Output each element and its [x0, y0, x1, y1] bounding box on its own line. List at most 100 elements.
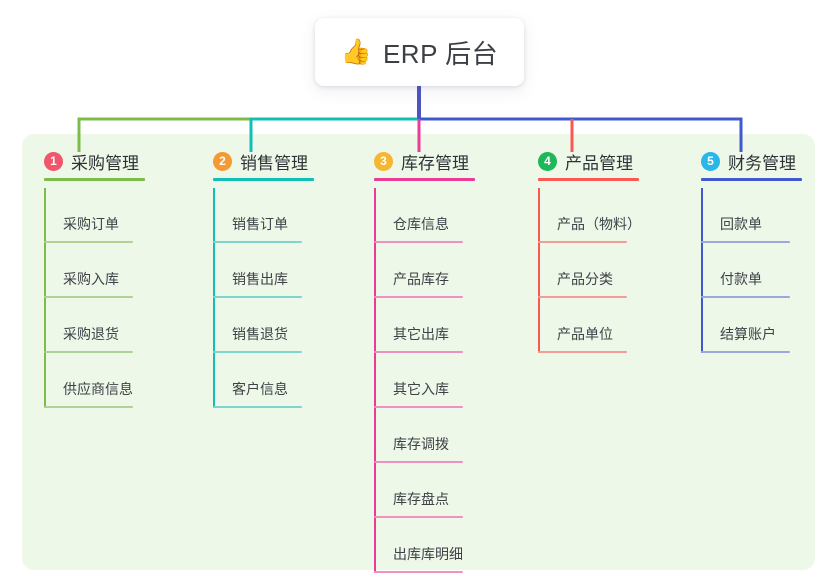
list-item-label: 采购入库: [63, 271, 119, 287]
list-item[interactable]: 回款单: [701, 188, 796, 243]
list-item[interactable]: 仓库信息: [374, 188, 469, 243]
branch-title: 采购管理: [71, 153, 139, 173]
list-item-underline: [213, 296, 302, 298]
branch-number-badge: 4: [538, 151, 557, 171]
list-item[interactable]: 采购入库: [44, 243, 139, 298]
branch-trunk-line: [213, 188, 215, 408]
list-item[interactable]: 库存盘点: [374, 463, 469, 518]
list-item-label: 其它出库: [393, 326, 449, 342]
branch-header-4[interactable]: 4 产品管理: [527, 142, 639, 181]
list-item-underline: [213, 351, 302, 353]
list-item[interactable]: 供应商信息: [44, 353, 139, 408]
list-item-underline: [538, 296, 627, 298]
list-item[interactable]: 其它出库: [374, 298, 469, 353]
list-item-underline: [213, 241, 302, 243]
list-item-underline: [44, 406, 133, 408]
list-item-label: 供应商信息: [63, 381, 133, 397]
branch-items: 仓库信息产品库存其它出库其它入库库存调拨库存盘点出库库明细: [363, 188, 469, 573]
branch-number-badge: 3: [374, 151, 393, 171]
branch-trunk-line: [538, 188, 540, 353]
list-item-label: 仓库信息: [393, 216, 449, 232]
branch-trunk-line: [44, 188, 46, 408]
list-item[interactable]: 产品库存: [374, 243, 469, 298]
branch-items: 采购订单采购入库采购退货供应商信息: [33, 188, 139, 408]
list-item-label: 付款单: [720, 271, 762, 287]
list-item[interactable]: 出库库明细: [374, 518, 469, 573]
branch-header-underline: [538, 178, 639, 181]
root-node-content: 👍 ERP 后台: [341, 34, 498, 71]
list-item-underline: [374, 461, 463, 463]
list-item[interactable]: 销售退货: [213, 298, 308, 353]
branch-header-3[interactable]: 3 库存管理: [363, 142, 475, 181]
list-item-underline: [701, 296, 790, 298]
list-item-underline: [374, 241, 463, 243]
branch-items: 销售订单销售出库销售退货客户信息: [202, 188, 308, 408]
branch-column-2: 2 销售管理销售订单销售出库销售退货客户信息: [202, 142, 314, 408]
list-item-underline: [701, 351, 790, 353]
root-title: ERP 后台: [382, 38, 499, 69]
branch-trunk-line: [701, 188, 703, 353]
list-item-label: 结算账户: [720, 326, 776, 342]
list-item[interactable]: 销售出库: [213, 243, 308, 298]
list-item[interactable]: 库存调拨: [374, 408, 469, 463]
branch-items: 回款单付款单结算账户: [690, 188, 796, 353]
branch-title: 销售管理: [240, 153, 308, 173]
list-item-label: 库存盘点: [393, 491, 449, 507]
list-item[interactable]: 其它入库: [374, 353, 469, 408]
branch-header-2[interactable]: 2 销售管理: [202, 142, 314, 181]
list-item-label: 回款单: [720, 216, 762, 232]
list-item-label: 产品分类: [557, 271, 613, 287]
branch-items: 产品（物料） 产品分类产品单位: [527, 188, 641, 353]
branch-header-underline: [701, 178, 802, 181]
branch-column-5: 5 财务管理回款单付款单结算账户: [690, 142, 802, 353]
list-item-underline: [538, 241, 627, 243]
branch-header-5[interactable]: 5 财务管理: [690, 142, 802, 181]
branch-column-1: 1 采购管理采购订单采购入库采购退货供应商信息: [33, 142, 145, 408]
list-item-underline: [374, 571, 463, 573]
list-item[interactable]: 产品（物料）: [538, 188, 641, 243]
branch-title: 库存管理: [401, 153, 469, 173]
thumbs-up-icon: 👍: [340, 37, 372, 66]
list-item-label: 产品（物料）: [557, 216, 641, 232]
list-item-underline: [44, 241, 133, 243]
list-item-underline: [701, 241, 790, 243]
list-item-label: 产品单位: [557, 326, 613, 342]
list-item[interactable]: 付款单: [701, 243, 796, 298]
branch-header-underline: [213, 178, 314, 181]
branch-column-4: 4 产品管理产品（物料） 产品分类产品单位: [527, 142, 641, 353]
branch-number-badge: 1: [44, 151, 63, 171]
list-item-label: 销售出库: [232, 271, 288, 287]
list-item[interactable]: 客户信息: [213, 353, 308, 408]
list-item[interactable]: 采购退货: [44, 298, 139, 353]
list-item-label: 采购订单: [63, 216, 119, 232]
list-item-label: 库存调拨: [393, 436, 449, 452]
list-item[interactable]: 采购订单: [44, 188, 139, 243]
branch-number-badge: 5: [701, 151, 720, 171]
list-item-underline: [374, 296, 463, 298]
branch-header-underline: [44, 178, 145, 181]
branch-number-badge: 2: [213, 151, 232, 171]
list-item-label: 其它入库: [393, 381, 449, 397]
list-item-underline: [538, 351, 627, 353]
list-item-label: 采购退货: [63, 326, 119, 342]
list-item-label: 客户信息: [232, 381, 288, 397]
list-item[interactable]: 销售订单: [213, 188, 308, 243]
root-node[interactable]: 👍 ERP 后台: [315, 18, 524, 86]
list-item[interactable]: 结算账户: [701, 298, 796, 353]
list-item-underline: [374, 406, 463, 408]
list-item[interactable]: 产品单位: [538, 298, 633, 353]
branch-trunk-line: [374, 188, 376, 573]
list-item-underline: [374, 351, 463, 353]
branch-title: 产品管理: [565, 153, 633, 173]
branch-title: 财务管理: [728, 153, 796, 173]
branch-header-1[interactable]: 1 采购管理: [33, 142, 145, 181]
list-item-label: 产品库存: [393, 271, 449, 287]
branch-header-underline: [374, 178, 475, 181]
list-item-underline: [44, 296, 133, 298]
list-item-label: 销售退货: [232, 326, 288, 342]
list-item-underline: [374, 516, 463, 518]
list-item-underline: [213, 406, 302, 408]
list-item-underline: [44, 351, 133, 353]
list-item[interactable]: 产品分类: [538, 243, 633, 298]
